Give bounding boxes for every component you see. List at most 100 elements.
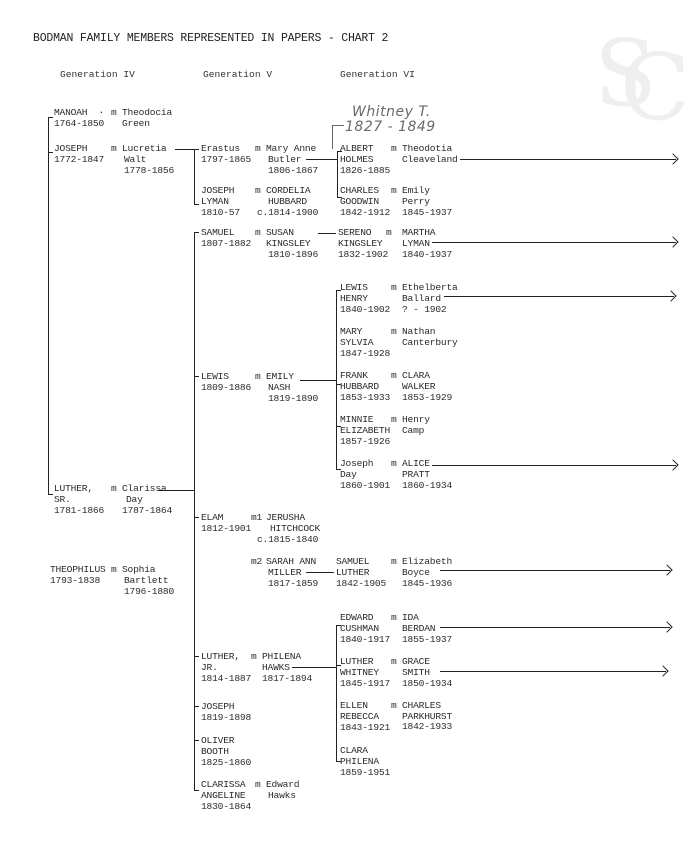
spouse-name: SMITH [402,667,430,678]
person-theophilus-name: THEOPHILUS [50,564,106,575]
spouse2-name: SARAH ANN [266,556,317,567]
person-elam-name: ELAM [201,512,224,523]
spouse-name: BERDAN [402,623,436,634]
spouse-name: Theodocia [122,107,173,118]
continues-arrow [460,159,676,161]
person-samuel-luther-dates: 1842-1905 [336,578,387,589]
person-minnie-elizabeth-name: ELIZABETH [340,425,391,436]
bracket-tick [48,494,53,496]
person-clara-philena-name: PHILENA [340,756,379,767]
person-edward-cushman-dates: 1840-1917 [340,634,391,645]
spouse-name: KINGSLEY [266,238,311,249]
marriage-marker: m [255,779,261,790]
bracket-tick [336,665,341,667]
bracket-tick [194,706,199,708]
person-charles-goodwin-name: GOODWIN [340,196,379,207]
spouse-name: NASH [268,382,291,393]
marriage-marker: m [391,370,397,381]
person-samuel-luther-name: LUTHER [336,567,370,578]
person-lewis-henry-dates: 1840-1902 [340,304,391,315]
spouse-dates: c.1815-1840 [257,534,319,545]
spouse-name: IDA [402,612,419,623]
continues-arrow [444,296,674,298]
spouse-name: Theodotia [402,143,453,154]
person-clara-philena-name: CLARA [340,745,368,756]
person-joseph-day-name: Day [340,469,357,480]
spouse-name: Sophia [122,564,156,575]
spouse-name: Boyce [402,567,430,578]
spouse-dates: 1810-1896 [268,249,319,260]
spouse-name: GRACE [402,656,430,667]
person-samuel-dates: 1807-1882 [201,238,252,249]
continues-arrow [432,465,676,467]
person-luther-whitney-name: LUTHER [340,656,374,667]
gen6-bracket-erastus [337,151,339,198]
person-albert-holmes-name: ALBERT [340,143,374,154]
spouse-name: PRATT [402,469,430,480]
gen6-bracket-luther-jr [336,625,338,762]
person-samuel-name: SAMUEL [201,227,235,238]
bracket-tick [336,426,341,428]
handwritten-bracket [332,125,334,149]
spouse-name: HUBBARD [268,196,307,207]
person-luther-whitney-dates: 1845-1917 [340,678,391,689]
person-manoah-dates: 1764-1850 [54,118,105,129]
spouse-name: Cleaveland [402,154,458,165]
bracket-tick [337,151,342,153]
continues-arrow [440,627,670,629]
spouse-name: Canterbury [402,337,458,348]
spouse-name: Lucretia [122,143,167,154]
spouse-name: HITCHCOCK [270,523,321,534]
spouse-name: MARTHA [402,227,436,238]
connector [318,233,336,235]
person-joseph-dates: 1772-1847 [54,154,105,165]
spouse-dates: 1842-1933 [402,721,453,732]
bracket-tick [194,232,199,234]
bracket-tick [48,152,53,154]
person-clarissa-angeline-name: CLARISSA [201,779,246,790]
spouse-name: Mary Anne [266,143,317,154]
person-erastus-name: Erastus [201,143,240,154]
person-albert-holmes-name: HOLMES [340,154,374,165]
marriage-marker: m [255,185,261,196]
spouse-dates: 1819-1890 [268,393,319,404]
bracket-tick [194,149,199,151]
marriage-marker: m [391,185,397,196]
handwritten-name: Whitney T. [352,104,431,120]
bracket-tick [194,740,199,742]
connector [306,572,334,574]
person-minnie-elizabeth-dates: 1857-1926 [340,436,391,447]
person-mary-sylvia-name: SYLVIA [340,337,374,348]
marriage-marker: m [391,143,397,154]
person-luther-whitney-name: WHITNEY [340,667,379,678]
person-manoah-name: MANOAH · [54,107,105,118]
generation-v-heading: Generation V [203,69,273,80]
person-mary-sylvia-name: MARY [340,326,363,337]
spouse2-name: MILLER [268,567,302,578]
person-clara-philena-dates: 1859-1951 [340,767,391,778]
person-luther-sr-name: LUTHER, [54,483,93,494]
spouse-name: Clarissa [122,483,167,494]
person-joseph-day-dates: 1860-1901 [340,480,391,491]
marriage-marker: m [391,700,397,711]
person-joseph-1819-dates: 1819-1898 [201,712,252,723]
bracket-tick [48,117,53,119]
continues-arrow [432,242,676,244]
marriage-marker-2: m2 [251,556,263,567]
spouse-dates: 1850-1934 [402,678,453,689]
bracket-tick [336,290,341,292]
continues-arrow [440,570,670,572]
spouse-dates: 1778-1856 [124,165,175,176]
spouse-dates: 1860-1934 [402,480,453,491]
connector [158,490,195,492]
person-erastus-dates: 1797-1865 [201,154,252,165]
spouse-name: Camp [402,425,425,436]
spouse-name: PARKHURST [402,711,453,722]
spouse-name: Edward [266,779,300,790]
person-lewis-henry-name: HENRY [340,293,368,304]
spouse-name: Butler [268,154,302,165]
marriage-marker: m [386,227,392,238]
marriage-marker: m [391,458,397,469]
spouse-name: ALICE [402,458,430,469]
marriage-marker: m [391,414,397,425]
